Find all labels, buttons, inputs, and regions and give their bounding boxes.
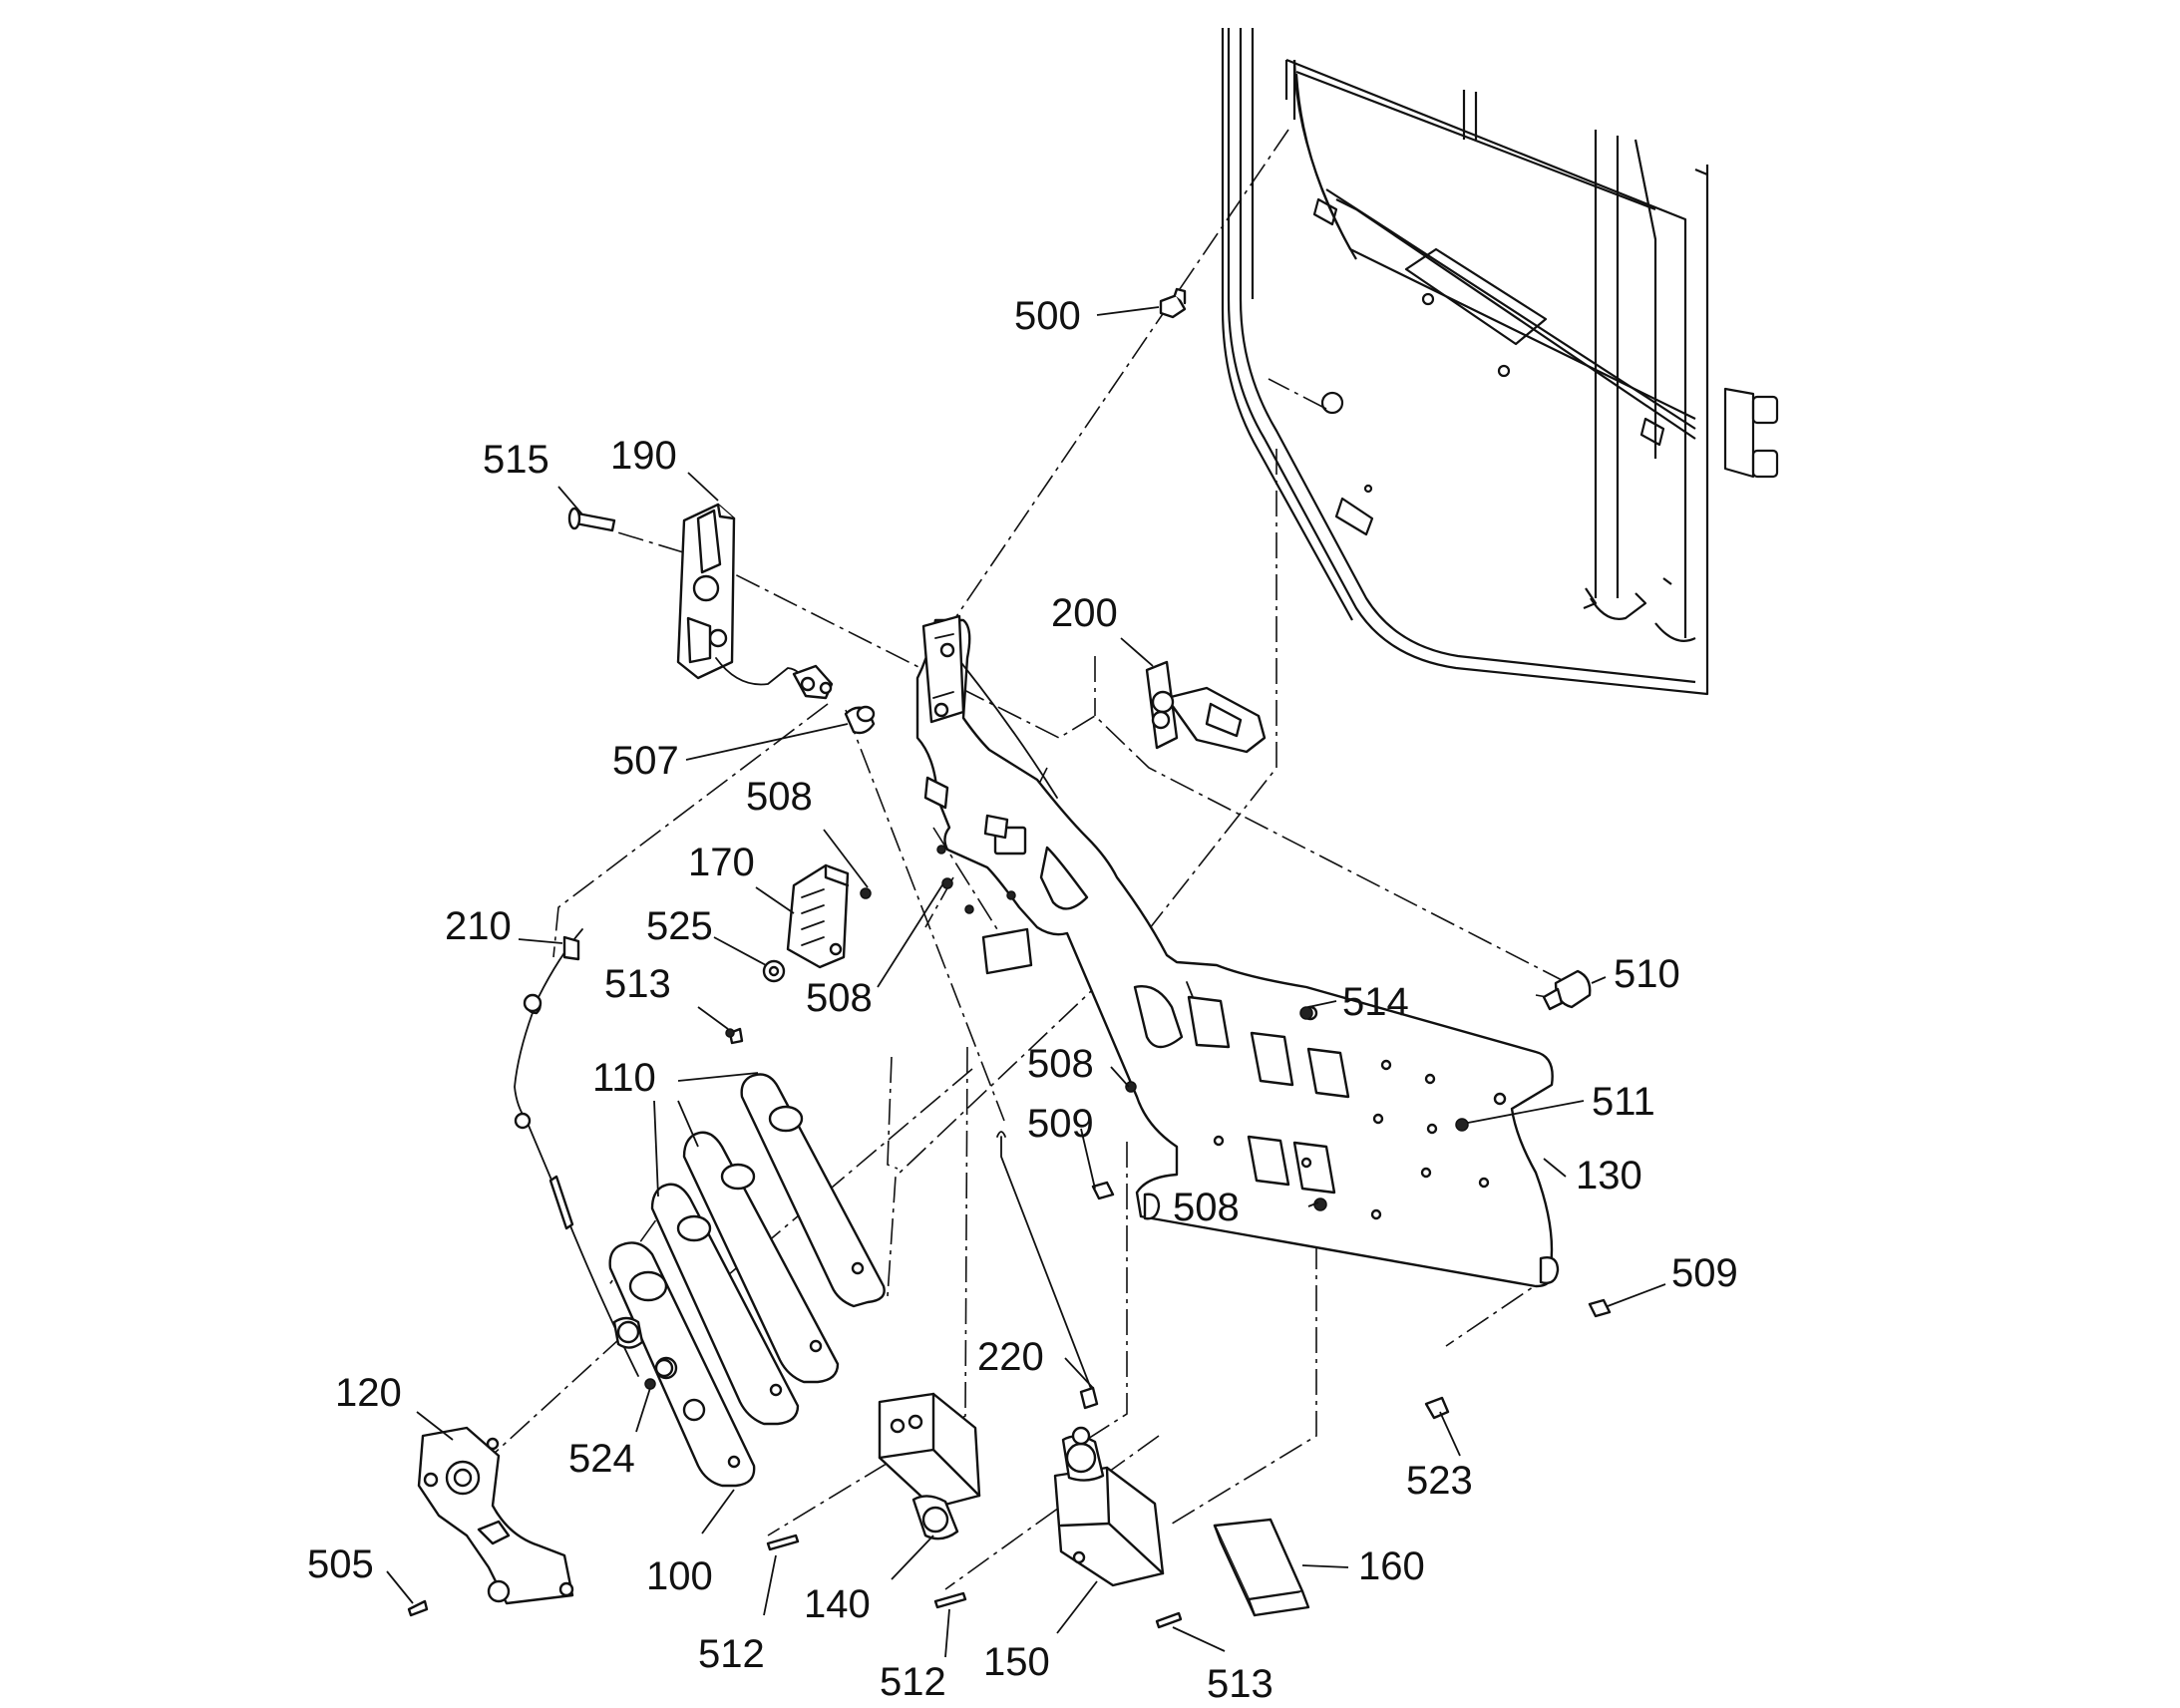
- spacer-507: [844, 705, 876, 735]
- bracket-170: [786, 863, 850, 969]
- callout-190: 190: [610, 434, 677, 478]
- callout-524: 524: [568, 1437, 635, 1481]
- pad-160: [1213, 1518, 1310, 1617]
- rod-220: [996, 1131, 1099, 1410]
- callout-509-a: 509: [1027, 1102, 1094, 1146]
- door-frame: [1221, 28, 1779, 696]
- callout-511: 511: [1592, 1080, 1655, 1124]
- fasteners: [407, 845, 1612, 1629]
- callout-508-d: 508: [1173, 1186, 1240, 1229]
- bolt-515: [567, 507, 616, 532]
- callout-505: 505: [307, 1542, 374, 1586]
- callout-110: 110: [592, 1056, 656, 1100]
- actuator-150: [1053, 1426, 1165, 1587]
- callout-100: 100: [646, 1554, 713, 1598]
- latch-120: [417, 1426, 574, 1605]
- door-bracket: [921, 614, 965, 724]
- callout-513-a: 513: [604, 962, 671, 1006]
- callout-525: 525: [646, 904, 713, 948]
- callout-508-b: 508: [806, 976, 873, 1020]
- callout-500: 500: [1014, 294, 1081, 338]
- bar-110-c: [650, 1183, 800, 1426]
- callout-160: 160: [1358, 1544, 1425, 1588]
- callout-513-b: 513: [1207, 1662, 1273, 1706]
- callout-512-b: 512: [880, 1660, 946, 1704]
- callout-labels: 500 515 190 200 507 508 170 210 525 513 …: [307, 294, 1738, 1706]
- screw-500: [1159, 287, 1187, 319]
- bar-110-a: [740, 1073, 886, 1308]
- handle-assembly-200: [1145, 660, 1267, 754]
- callout-200: 200: [1051, 591, 1118, 635]
- lock-assembly-190: [676, 503, 834, 700]
- callout-514: 514: [1342, 980, 1409, 1024]
- washer-524: [612, 1316, 674, 1390]
- callout-508-c: 508: [1027, 1042, 1094, 1086]
- callout-220: 220: [977, 1335, 1044, 1379]
- bumper-510: [1542, 969, 1592, 1011]
- callout-509-b: 509: [1671, 1251, 1738, 1295]
- callout-507: 507: [612, 739, 679, 783]
- callout-512-a: 512: [698, 1632, 765, 1676]
- bracket-plate-130: [915, 618, 1560, 1288]
- callout-523: 523: [1406, 1459, 1473, 1503]
- cable-210: [514, 928, 639, 1377]
- callout-130: 130: [1576, 1154, 1642, 1197]
- callout-515: 515: [483, 438, 549, 482]
- callout-170: 170: [688, 841, 755, 884]
- actuator-140: [878, 1392, 981, 1540]
- callout-150: 150: [983, 1640, 1050, 1684]
- callout-508-a: 508: [746, 775, 813, 819]
- callout-210: 210: [445, 904, 512, 948]
- callout-120: 120: [335, 1371, 402, 1415]
- callout-140: 140: [804, 1582, 871, 1626]
- callout-510: 510: [1614, 952, 1680, 996]
- leader-lines: [386, 306, 1666, 1658]
- bar-110-b: [682, 1131, 840, 1384]
